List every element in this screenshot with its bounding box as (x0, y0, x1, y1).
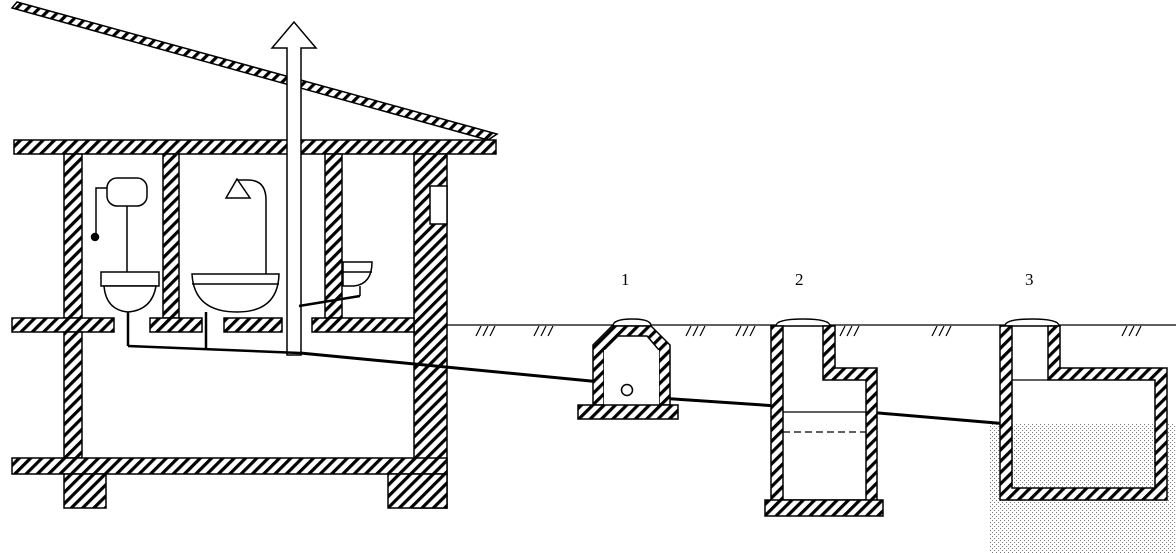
bathtub (191, 177, 280, 313)
toilet-cistern (106, 177, 148, 207)
label-chamber-3: 3 (1025, 270, 1034, 289)
inspection-port (620, 383, 634, 397)
vent-stack (270, 20, 318, 356)
window (429, 185, 448, 225)
left-wall-upper (63, 153, 83, 319)
shower-head-icon (224, 177, 252, 199)
chamber-2-septic-tank (764, 318, 884, 517)
house-drains (126, 294, 361, 355)
foundation-left (63, 473, 107, 509)
chamber-2-base (764, 499, 884, 517)
chamber-1-base (577, 404, 679, 420)
chamber-3-filter-well (999, 318, 1168, 501)
label-chamber-2: 2 (795, 270, 804, 289)
basement-floor (11, 457, 448, 475)
flush-handle (90, 232, 100, 242)
outlet-pipe (299, 351, 1009, 426)
ground-hatching (475, 325, 1142, 337)
floor-slab-b (149, 317, 203, 333)
house (11, 139, 497, 509)
floor-slab-d (311, 317, 415, 333)
tub (191, 273, 280, 313)
partition-1 (162, 153, 180, 319)
partition-2 (324, 153, 343, 319)
attic-slab (13, 139, 497, 155)
left-wall-lower (63, 331, 83, 459)
floor-slab-a (11, 317, 115, 333)
toilet-seat (100, 271, 160, 287)
floor-slab-c (223, 317, 283, 333)
vent-arrow-icon (270, 20, 318, 356)
sink (342, 261, 373, 296)
chamber-1-inspection-well (577, 318, 679, 420)
toilet (90, 177, 160, 313)
roof (10, 1, 499, 141)
foundation-right (387, 473, 448, 509)
label-chamber-1: 1 (621, 270, 630, 289)
